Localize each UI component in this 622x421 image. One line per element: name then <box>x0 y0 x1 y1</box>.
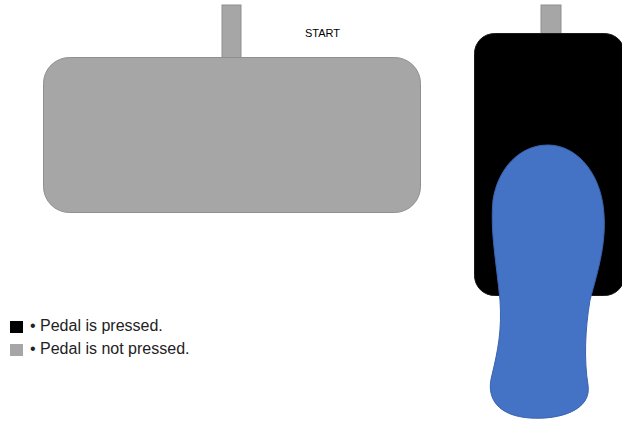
legend-swatch <box>10 321 23 333</box>
legend-text: • Pedal is not pressed. <box>30 340 189 358</box>
legend-swatch <box>10 344 23 356</box>
legend-text: • Pedal is pressed. <box>30 317 163 335</box>
pedal-stem <box>541 5 561 35</box>
foot-shape <box>490 145 604 418</box>
start-label: START <box>305 27 340 39</box>
released-pedal <box>44 58 421 213</box>
pedal-stem <box>222 5 241 58</box>
